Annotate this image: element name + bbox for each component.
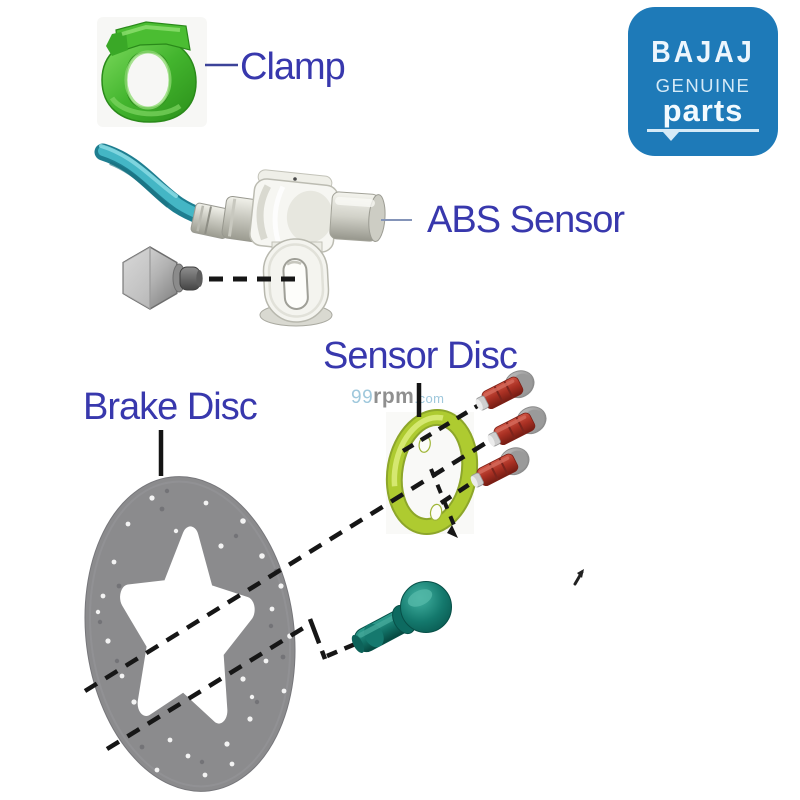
sensor-disc-label: Sensor Disc	[323, 335, 518, 377]
assembly-lines	[83, 403, 584, 751]
clamp-label: Clamp	[240, 46, 346, 88]
watermark-prefix: 99	[351, 387, 374, 408]
disc-drill-holes	[95, 495, 293, 778]
bajaj-genuine-parts-logo: BAJAJ GENUINE parts	[628, 7, 778, 156]
axis-line-jog	[307, 618, 328, 660]
brake-disc-label: Brake Disc	[83, 386, 258, 428]
disc-center-cutout	[120, 526, 255, 724]
teal-bolt-graphic	[351, 581, 452, 654]
sensor-barrel	[329, 191, 386, 243]
brake-disc-graphic	[84, 476, 296, 792]
flange-slot	[282, 258, 309, 311]
ring-hole-bottom	[429, 503, 443, 521]
label-pointers	[158, 63, 422, 476]
clamp-graphic	[97, 17, 207, 127]
axis-line-bolt-top	[401, 403, 481, 453]
logo-underline	[647, 129, 759, 141]
logo-genuine-text: GENUINE	[655, 75, 751, 96]
disc-texture-spots	[97, 488, 286, 765]
teal-bolt-head	[400, 581, 452, 633]
axis-line-main	[83, 439, 491, 693]
ring-cross-line	[429, 468, 458, 531]
abs-sensor-label: ABS Sensor	[427, 199, 625, 241]
logo-brand-text: BAJAJ	[651, 35, 755, 69]
axis-line-lower	[105, 620, 315, 751]
mount-bolt-graphic	[122, 246, 203, 310]
axis-line-bolt-bottom	[439, 480, 475, 505]
red-bolt-2	[482, 400, 552, 455]
small-arrow-icon	[577, 569, 584, 578]
watermark-99rpm: 99rpm.com	[351, 386, 445, 407]
abs-sensor-graphic	[94, 143, 386, 327]
cable-ferrule	[190, 202, 232, 239]
mounting-flange	[262, 238, 330, 323]
sensor-body	[249, 178, 339, 253]
watermark-rpm: rpm	[373, 385, 415, 408]
arrowhead-icon	[447, 525, 458, 538]
watermark-suffix: .com	[414, 391, 445, 406]
clamp-step	[106, 31, 128, 56]
logo-parts-text: parts	[662, 93, 744, 128]
red-bolts-graphic	[465, 364, 552, 496]
